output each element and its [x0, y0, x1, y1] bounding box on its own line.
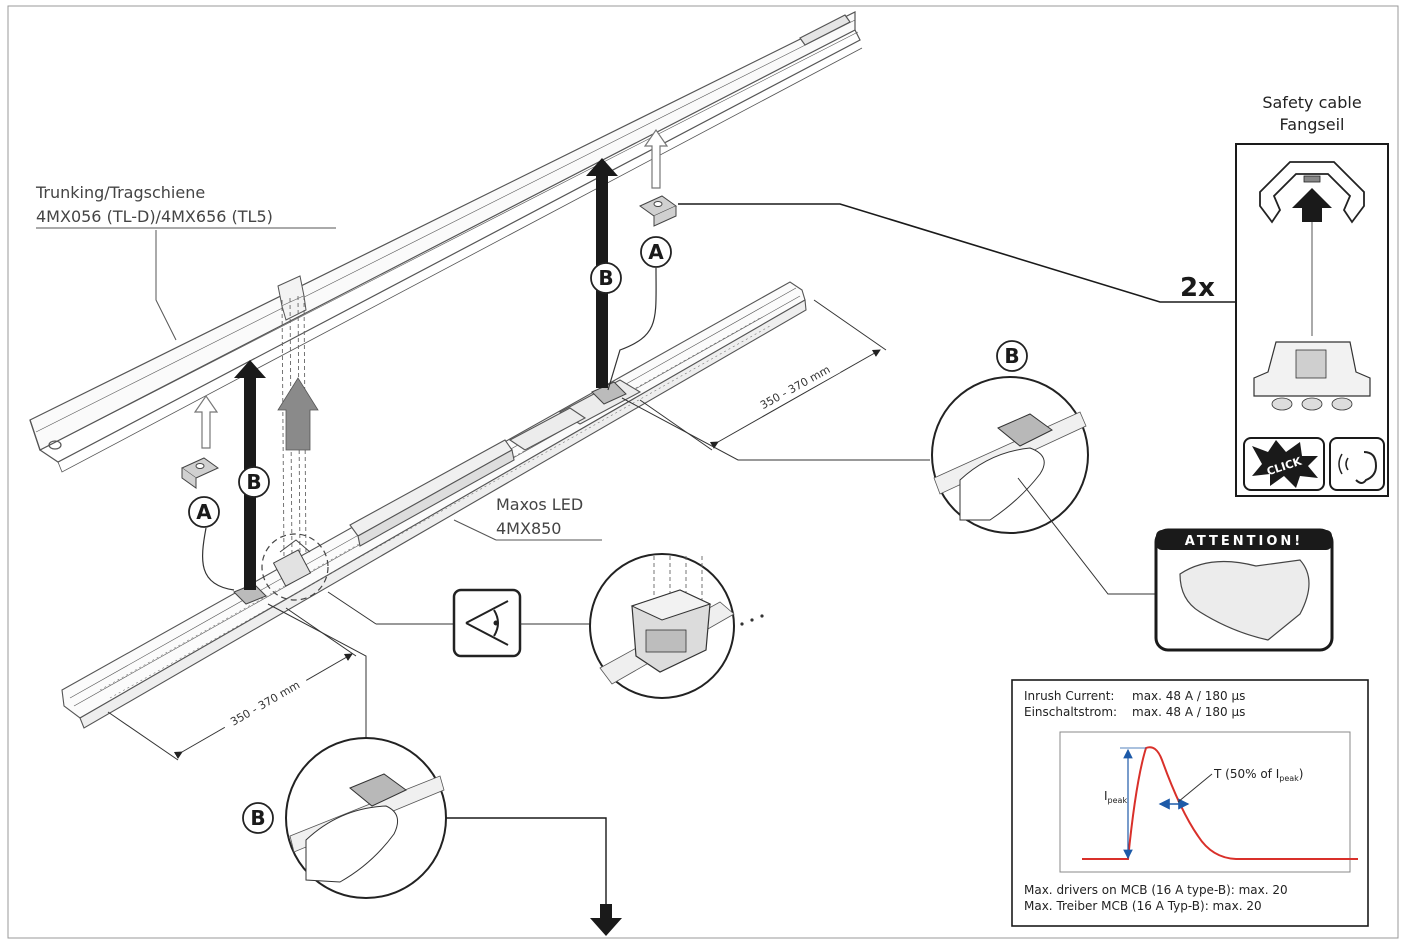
marker-b-left: B	[238, 466, 270, 498]
attention-panel: ATTENTION!	[1154, 528, 1334, 652]
inrush-value: max. 48 A / 180 µs	[1132, 689, 1245, 703]
inrush-curve	[1082, 746, 1358, 860]
safety-wire-left	[201, 527, 235, 591]
eye-inspect-icon	[452, 588, 522, 658]
svg-text:B: B	[250, 806, 265, 830]
connector	[272, 539, 312, 587]
safety-subtitle: Fangseil	[1280, 115, 1345, 134]
svg-text:B: B	[246, 470, 261, 494]
detail-marker	[261, 533, 329, 601]
attention-label: ATTENTION!	[1185, 534, 1303, 549]
detail-right-leader	[621, 397, 930, 461]
hollow-arrow-right	[643, 128, 669, 189]
dim-top-bg	[749, 356, 841, 418]
safety-leader	[678, 203, 1236, 303]
trunking-rail	[29, 11, 863, 473]
trunking-code-label: 4MX056 (TL-D)/4MX656 (TL5)	[36, 207, 273, 226]
down-arrow-icon	[590, 904, 622, 936]
mcb-line2: Max. Treiber MCB (16 A Typ-B): max. 20	[1024, 899, 1262, 913]
waveform-frame	[1059, 731, 1351, 873]
marker-a-right: A	[640, 236, 672, 268]
multiplier-label: 2x	[1180, 273, 1215, 303]
down-leader	[446, 817, 607, 906]
attention-leader	[1017, 477, 1160, 595]
page-frame	[7, 5, 1399, 939]
inrush-label: Inrush Current:	[1024, 689, 1114, 703]
marker-b-right: B	[590, 262, 622, 294]
detail-connector-circle	[589, 553, 764, 699]
detail-hand-right-circle	[931, 376, 1089, 534]
click-icon: CLICK	[1243, 437, 1325, 491]
luminaire-leader	[453, 519, 497, 541]
t-label: T (50% of Ipeak)	[1213, 767, 1303, 783]
dimension-bottom-label: 350 - 370 mm	[228, 678, 302, 728]
trunking-leader	[155, 230, 177, 341]
luminaire-code-label: 4MX850	[496, 519, 561, 538]
marker-a-left: A	[188, 496, 220, 528]
svg-text:B: B	[598, 266, 613, 290]
glove-icon	[1179, 559, 1310, 641]
grey-up-arrow	[277, 377, 319, 451]
svg-text:A: A	[648, 240, 664, 264]
t-leader	[1177, 773, 1213, 803]
safety-wire-right	[607, 267, 657, 391]
dim-bottom-bg	[219, 671, 311, 735]
dimension-top-label: 350 - 370 mm	[758, 363, 832, 412]
luminaire-label: Maxos LED	[496, 495, 583, 514]
detail-hand-bottom-circle	[285, 737, 447, 899]
clamp-a-right	[639, 195, 677, 227]
clamp-a-left	[181, 457, 219, 489]
alignment-lines	[281, 295, 307, 561]
einschalt-value: max. 48 A / 180 µs	[1132, 705, 1245, 719]
rail-bracket	[277, 275, 307, 321]
trunking-label: Trunking/Tragschiene	[35, 183, 205, 202]
marker-b-detail-right: B	[1004, 344, 1019, 368]
peak-label: Ipeak	[1104, 789, 1127, 805]
safety-title: Safety cable	[1262, 93, 1361, 112]
einschalt-label: Einschaltstrom:	[1024, 705, 1117, 719]
marker-b-detail-right-ring	[996, 340, 1028, 372]
inrush-panel: Inrush Current: max. 48 A / 180 µs Einsc…	[1011, 679, 1369, 927]
marker-b-detail-bottom: B	[242, 802, 274, 834]
dimension-top	[639, 299, 887, 451]
mcb-line1: Max. drivers on MCB (16 A type-B): max. …	[1024, 883, 1288, 897]
eye-leader	[327, 591, 377, 625]
hollow-arrow-left	[193, 394, 219, 449]
detail-bottom-leader	[267, 603, 367, 740]
ear-icon	[1329, 437, 1385, 491]
svg-text:A: A	[196, 500, 212, 524]
